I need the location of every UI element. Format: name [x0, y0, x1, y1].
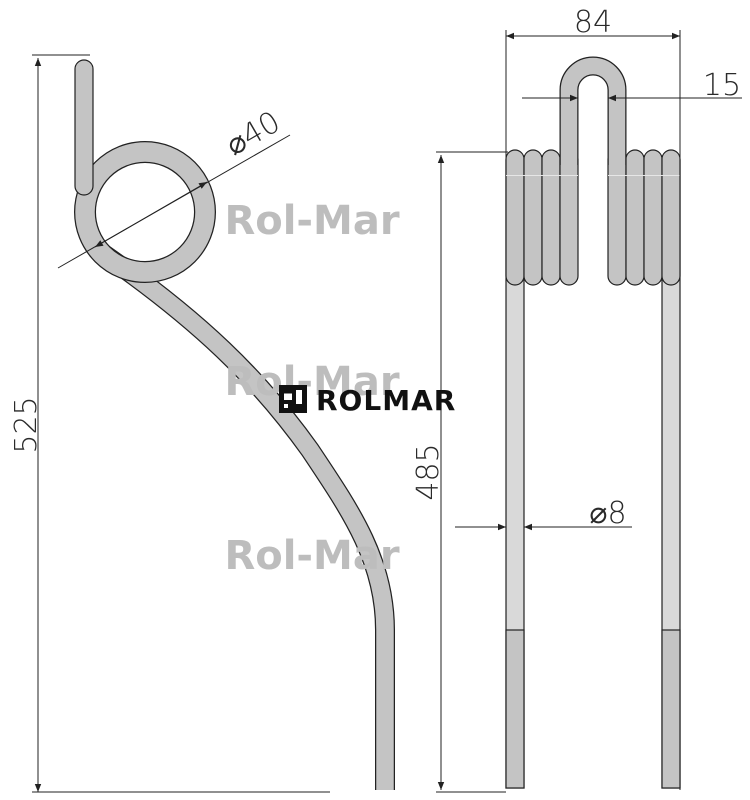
upper-leg: [74, 59, 94, 196]
watermark-text: Rol-Mar: [224, 198, 399, 244]
tine-curve: [89, 239, 395, 790]
left-coil-windings: [505, 149, 579, 286]
width-label: 84: [574, 5, 612, 40]
rolmar-logo-text: ROLMAR: [316, 384, 456, 417]
coil-diameter-label: ⌀40: [220, 105, 286, 163]
wire-diameter-label: ⌀8: [589, 496, 626, 531]
front-view: 84 15 485 ⌀8: [411, 5, 742, 793]
side-view: 525 ⌀40: [9, 54, 395, 793]
right-leg-lower: [661, 629, 681, 789]
watermark-text: Rol-Mar: [224, 533, 399, 579]
leg-height-label: 485: [411, 443, 446, 500]
loop-width-label: 15: [703, 68, 741, 103]
left-leg-lower: [505, 629, 525, 789]
watermarks: Rol-Mar Rol-Mar Rol-Mar: [224, 198, 399, 579]
rolmar-logo: ROLMAR: [279, 384, 456, 417]
coil-ring-fill: [75, 142, 215, 282]
right-coil-windings: [607, 149, 681, 286]
rolmar-logo-icon: [279, 385, 307, 413]
tine-curve-fill: [90, 240, 394, 790]
watermark-text: Rol-Mar: [224, 359, 399, 405]
overall-height-label: 525: [9, 396, 44, 453]
top-loop-fill: [560, 57, 626, 165]
